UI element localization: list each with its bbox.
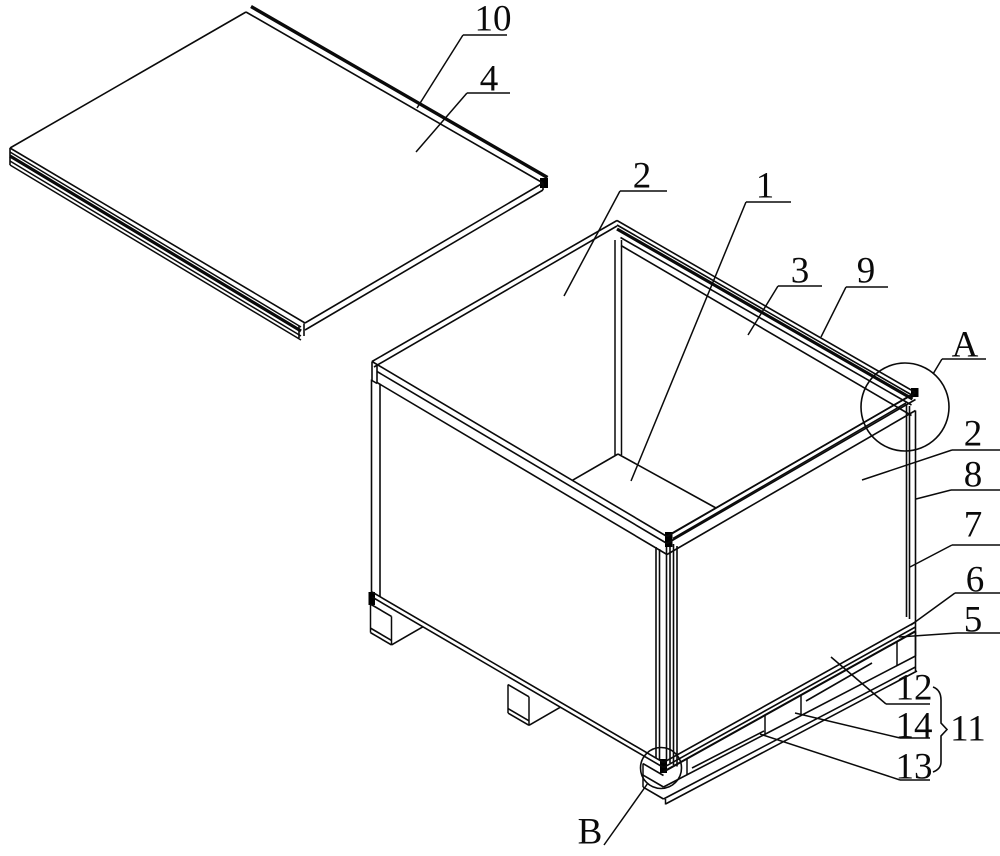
svg-text:14: 14	[896, 706, 933, 747]
svg-text:4: 4	[480, 59, 499, 100]
svg-text:B: B	[578, 812, 603, 852]
svg-text:13: 13	[896, 747, 933, 788]
svg-text:6: 6	[966, 560, 985, 601]
svg-text:1: 1	[756, 166, 775, 207]
svg-text:2: 2	[633, 156, 652, 197]
svg-text:3: 3	[791, 251, 810, 292]
svg-text:7: 7	[964, 505, 983, 546]
svg-text:9: 9	[857, 251, 876, 292]
svg-text:5: 5	[964, 600, 983, 641]
svg-text:10: 10	[475, 0, 512, 40]
svg-text:A: A	[952, 325, 979, 366]
svg-text:2: 2	[964, 414, 983, 455]
svg-text:8: 8	[964, 455, 983, 496]
svg-text:12: 12	[896, 668, 933, 709]
svg-text:11: 11	[950, 709, 986, 750]
